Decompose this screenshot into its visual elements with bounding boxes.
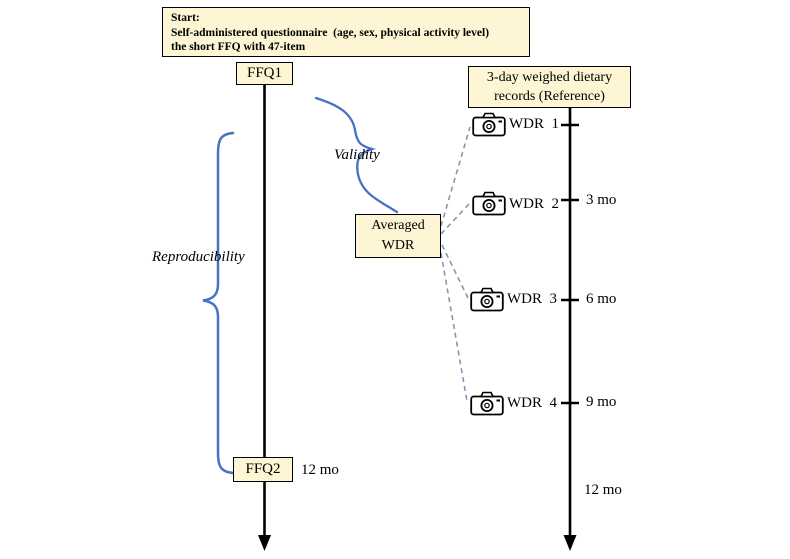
averaged-wdr-box: Averaged WDR (355, 214, 441, 258)
ffq1-box: FFQ1 (236, 62, 293, 85)
ffq2-box: FFQ2 (233, 457, 293, 482)
right-timeline-arrowhead-icon (563, 535, 577, 551)
ffq1-label: FFQ1 (246, 65, 283, 81)
connector-wdr3 (441, 244, 469, 299)
time-label-6mo: 6 mo (586, 291, 617, 307)
wdr-header-box: 3-day weighed dietary records (Reference… (468, 66, 631, 108)
wdr1-label: WDR 1 (509, 116, 559, 132)
time-label-3mo: 3 mo (586, 192, 617, 208)
wdr3-label: WDR 3 (507, 291, 557, 307)
camera-icon-wdr1 (472, 112, 506, 137)
connector-wdr2 (440, 202, 471, 235)
connector-wdr4 (440, 252, 468, 402)
wdr2-label: WDR 2 (509, 196, 559, 212)
start-box-line3: the short FFQ with 47-item (171, 41, 306, 53)
camera-icon-wdr3 (470, 287, 504, 312)
wdr4-label: WDR 4 (507, 395, 557, 411)
validity-brace (314, 96, 399, 214)
time-label-9mo: 9 mo (586, 394, 617, 410)
ffq2-label: FFQ2 (245, 461, 281, 477)
reproducibility-brace (202, 131, 235, 475)
averaged-wdr-label: Averaged WDR (371, 218, 425, 253)
start-box: Start: Self-administered questionnaire (… (162, 7, 530, 57)
start-box-line1: Start: (171, 12, 200, 24)
validity-label: Validity (334, 147, 380, 163)
camera-icon-wdr4 (470, 391, 504, 416)
start-box-line2: Self-administered questionnaire (age, se… (171, 26, 490, 39)
reproducibility-label: Reproducibility (152, 249, 245, 265)
right-timeline (561, 108, 579, 551)
connector-wdr1 (440, 126, 471, 227)
time-label-12mo: 12 mo (584, 482, 622, 498)
dashed-connectors (440, 126, 471, 402)
ffq2-time-label: 12 mo (301, 462, 339, 478)
wdr-header-label: 3-day weighed dietary records (Reference… (486, 70, 613, 104)
left-timeline-arrowhead-icon (258, 535, 271, 551)
camera-icon-wdr2 (472, 191, 506, 216)
